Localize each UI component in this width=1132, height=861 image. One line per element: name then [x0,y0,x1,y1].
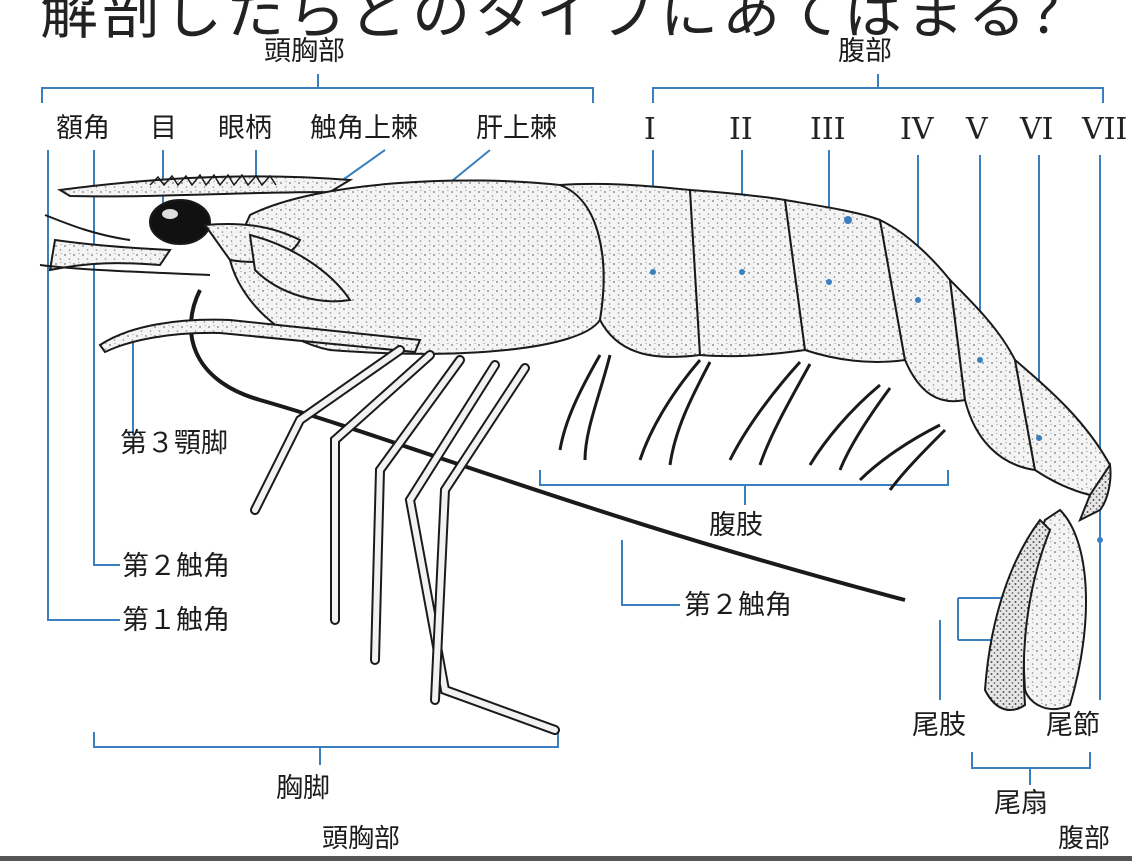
label-pereiopods: 胸脚 [276,775,330,802]
bottom-label-abdomen: 腹部 [1058,826,1110,852]
label-third-maxilliped: 第３顎脚 [120,430,228,457]
label-first-antenna: 第１触角 [122,607,230,634]
label-cephalothorax: 頭胸部 [264,38,345,65]
segment-label-1: I [644,115,656,145]
segment-label-4: IV [900,115,934,145]
label-eyestalk: 眼柄 [218,115,272,142]
label-hepatic-spine: 肝上棘 [476,115,557,142]
bottom-divider [0,856,1132,861]
segment-label-3: III [810,115,846,145]
segment-label-6: VI [1020,115,1054,145]
label-uropod: 尾肢 [912,712,966,739]
label-eye: 目 [150,115,177,142]
segment-label-5: V [966,115,988,145]
segment-label-7: VII [1082,115,1127,145]
label-telson: 尾節 [1046,712,1100,739]
label-tail-fan: 尾扇 [994,790,1048,817]
label-antennal-spine: 触角上棘 [310,115,418,142]
label-rostrum: 額角 [56,115,110,142]
label-second-antenna-right: 第２触角 [684,592,792,619]
label-pleopods: 腹肢 [709,512,763,539]
label-abdomen: 腹部 [838,38,892,65]
segment-label-2: II [729,115,753,145]
bottom-label-cephalothorax: 頭胸部 [322,826,400,852]
label-second-antenna-left: 第２触角 [122,553,230,580]
